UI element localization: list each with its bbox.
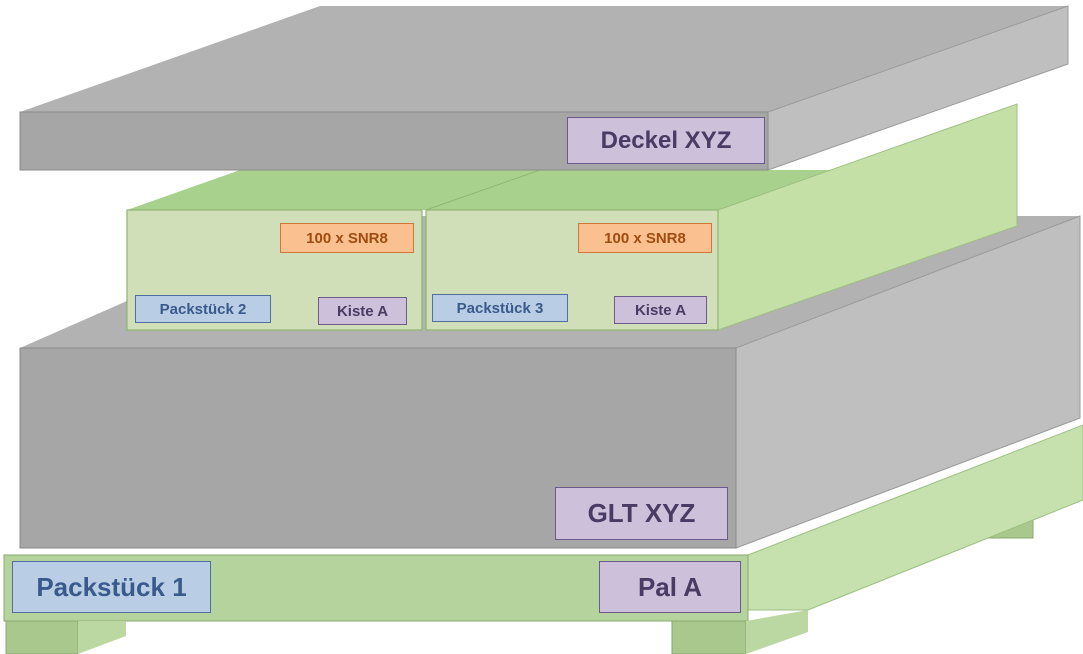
pallet-left-foot [5,620,79,654]
box3-content-label: 100 x SNR8 [578,223,712,253]
pallet-left-foot-side [78,621,126,654]
box3-id-label: Packstück 3 [432,294,568,322]
box2-id-label: Packstück 2 [135,295,271,323]
box2-type-label: Kiste A [318,297,407,325]
pal-label: Pal A [599,561,741,613]
green-boxes-divider [425,169,541,211]
pallet-right-foot-side [746,610,808,654]
pallet-right-foot [671,620,747,654]
glt-label: GLT XYZ [555,487,728,540]
box3-type-label: Kiste A [614,296,707,324]
box2-content-label: 100 x SNR8 [280,223,414,253]
packstueck1-label: Packstück 1 [12,561,211,613]
deckel-label: Deckel XYZ [567,117,765,164]
deckel-top [20,6,1068,112]
green-boxes-top [127,170,1017,210]
